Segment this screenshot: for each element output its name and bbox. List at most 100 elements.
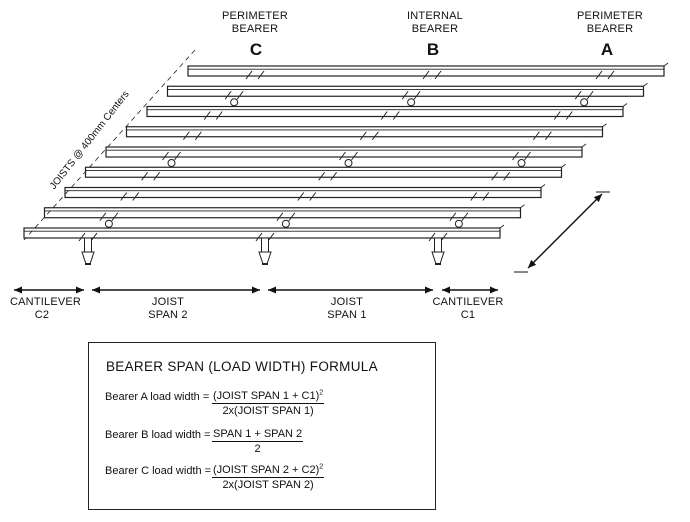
- bearer-notch: [434, 70, 442, 80]
- bearer-notch: [595, 70, 603, 80]
- joist-end: [540, 184, 546, 188]
- bearer-notch: [78, 232, 86, 242]
- bearer-notch: [524, 151, 531, 161]
- bearer-notch: [318, 171, 326, 181]
- arrow-head: [425, 286, 433, 294]
- formula-denominator: 2x(JOIST SPAN 1): [222, 405, 314, 417]
- arrow-head: [593, 194, 602, 203]
- arrow-head: [268, 286, 276, 294]
- bearer-notch: [351, 151, 358, 161]
- bearer-bolt: [104, 219, 113, 228]
- bearer-notch: [449, 212, 457, 222]
- bearer-notch: [574, 90, 582, 100]
- bearer-notch: [461, 212, 469, 222]
- formula-box: BEARER SPAN (LOAD WIDTH) FORMULA Bearer …: [88, 342, 436, 510]
- formula-prefix: Bearer C load width =: [105, 465, 212, 477]
- bearer-bolt: [517, 159, 526, 167]
- bearer-bolt: [407, 98, 416, 107]
- bearer-notch: [120, 192, 128, 201]
- dim-line: [527, 193, 603, 269]
- bearer-notch: [553, 111, 561, 120]
- post-foot: [258, 251, 272, 265]
- bearer-notch: [141, 171, 149, 181]
- bearer-notch: [309, 192, 317, 201]
- bearer-notch: [236, 90, 244, 100]
- joist-top: [125, 126, 604, 138]
- bearer-bolt: [230, 98, 239, 107]
- joist: [105, 143, 587, 158]
- bearer-notch: [359, 131, 367, 141]
- arrow-head: [92, 286, 100, 294]
- bearer-notch: [297, 192, 305, 201]
- bearer-notch: [111, 212, 119, 222]
- arrow-head: [252, 286, 260, 294]
- joist: [166, 82, 648, 97]
- arrow-head: [14, 286, 22, 294]
- bearer-notch: [194, 131, 202, 141]
- bearer-notch: [470, 192, 478, 201]
- post: [258, 237, 272, 265]
- joist: [23, 224, 505, 239]
- formula-numerator: SPAN 1 + SPAN 2: [212, 428, 304, 442]
- formula-numerator: (JOIST SPAN 1 + C1)2: [212, 389, 325, 404]
- bearer-notch: [413, 90, 421, 100]
- bearer-notch: [257, 70, 265, 80]
- bearer-notch: [174, 151, 181, 161]
- post-foot: [81, 251, 95, 265]
- joist-end: [622, 103, 628, 107]
- bearer-bolt: [580, 98, 589, 107]
- post: [81, 237, 95, 265]
- span-arrow-c2: [14, 286, 84, 294]
- arrow-head: [76, 286, 84, 294]
- formula-prefix: Bearer A load width =: [105, 391, 210, 403]
- bearer-notch: [371, 131, 379, 141]
- formula-denominator: 2: [254, 443, 261, 455]
- bearer-notch: [544, 131, 552, 141]
- formula-title: BEARER SPAN (LOAD WIDTH) FORMULA: [106, 359, 378, 374]
- bearer-notch: [512, 151, 519, 161]
- bearer-notch: [99, 212, 107, 222]
- bearer-notch: [491, 171, 499, 181]
- bearer-notch: [532, 131, 540, 141]
- post-stem: [434, 237, 442, 253]
- bearer-notch: [182, 131, 190, 141]
- joist-top: [146, 105, 624, 118]
- bearer-notch: [330, 171, 338, 181]
- bearer-centerlines: [23, 49, 615, 242]
- formula-denominator: 2x(JOIST SPAN 2): [222, 479, 314, 491]
- bearer-notch: [224, 90, 232, 100]
- joist: [146, 103, 628, 118]
- joist-top: [64, 186, 542, 199]
- joist-end: [643, 82, 648, 87]
- bearer-bolt: [344, 159, 353, 167]
- bearer-notch: [203, 111, 211, 120]
- formula-fraction: (JOIST SPAN 2 + C2)2 2x(JOIST SPAN 2): [212, 463, 325, 491]
- bearer-notch: [132, 192, 140, 201]
- bearer-b-letter: B: [426, 40, 440, 59]
- bearer-notch: [503, 171, 511, 181]
- bearer-notch: [401, 90, 409, 100]
- bearer-bolt: [454, 219, 463, 228]
- joist-end: [602, 123, 607, 128]
- bearer-notch: [392, 111, 400, 120]
- joist-end: [561, 163, 566, 168]
- bearer-notch: [380, 111, 388, 120]
- bearer-notch: [153, 171, 161, 181]
- bearer-notch: [245, 70, 253, 80]
- post: [431, 237, 445, 265]
- joist-top: [187, 65, 665, 77]
- formula-fraction: (JOIST SPAN 1 + C1)2 2x(JOIST SPAN 1): [212, 389, 325, 417]
- bearer-notch: [288, 212, 296, 222]
- bearer-a-letter: A: [600, 40, 614, 59]
- bearer-notch: [607, 70, 615, 80]
- bearer-notch: [339, 151, 346, 161]
- arrow-head: [490, 286, 498, 294]
- joist: [64, 184, 546, 199]
- bearer-bolt: [167, 159, 176, 167]
- arrow-head: [528, 259, 537, 268]
